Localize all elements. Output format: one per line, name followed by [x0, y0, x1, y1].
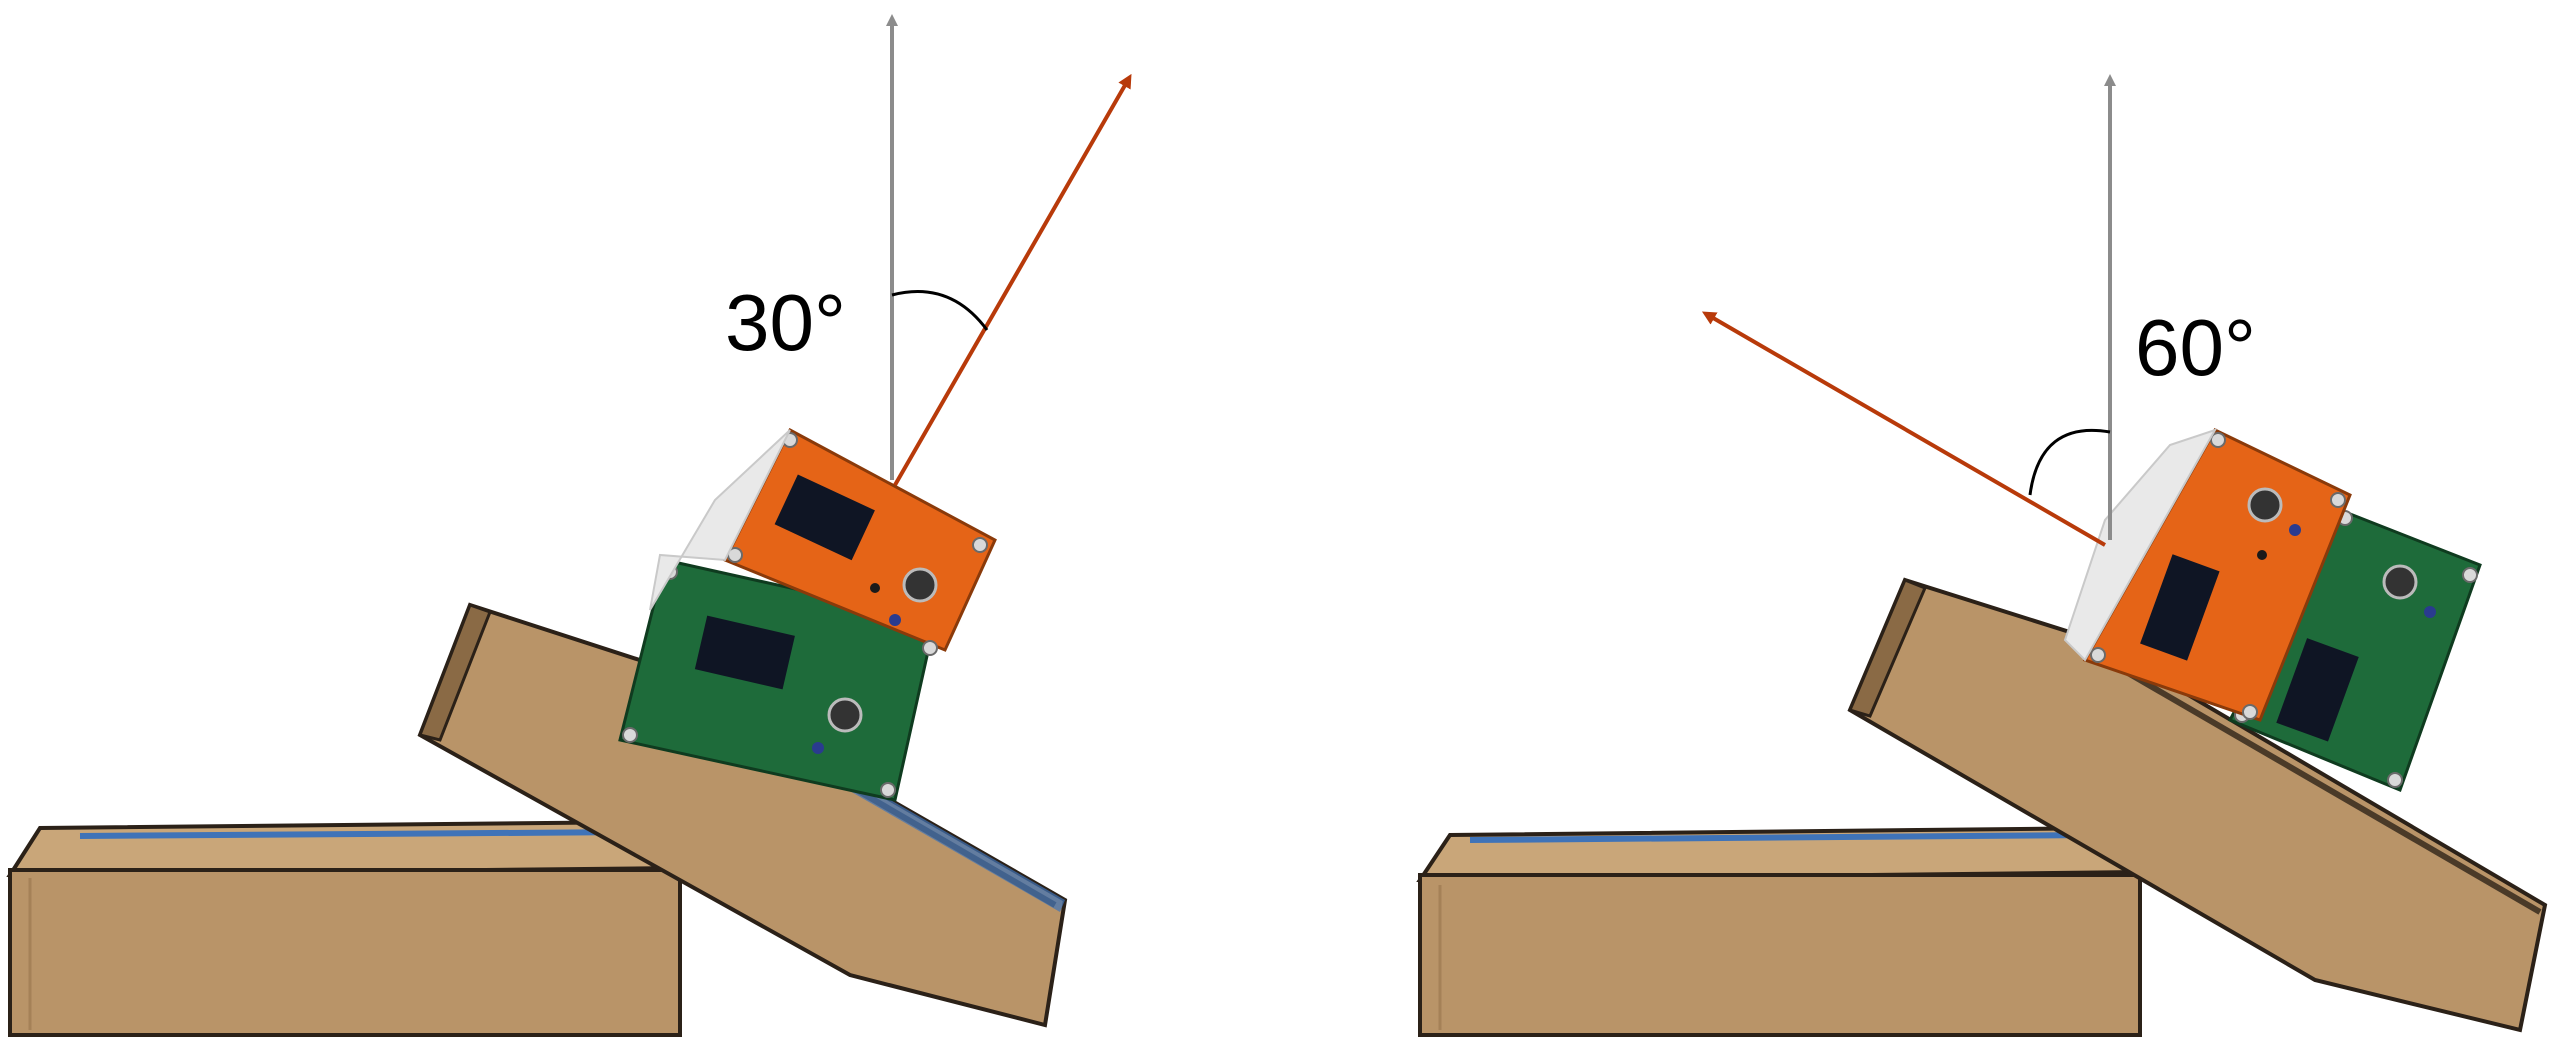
- tilt-arrow-left: [893, 73, 1132, 486]
- angle-label-right: 60°: [2135, 303, 2256, 392]
- tilt-arrow-right: [1701, 311, 2107, 547]
- device-stack-right: [2063, 428, 2482, 792]
- angle-label-left: 30°: [725, 278, 846, 367]
- angle-arc-left: [891, 290, 989, 331]
- device-stack-left: [618, 427, 997, 802]
- panel-right: 60°: [1416, 74, 2548, 1037]
- angle-arc-right: [2028, 428, 2111, 496]
- flat-box-left: [6, 819, 684, 1037]
- panel-left: 30°: [6, 14, 1132, 1037]
- flat-box-right: [1416, 825, 2144, 1037]
